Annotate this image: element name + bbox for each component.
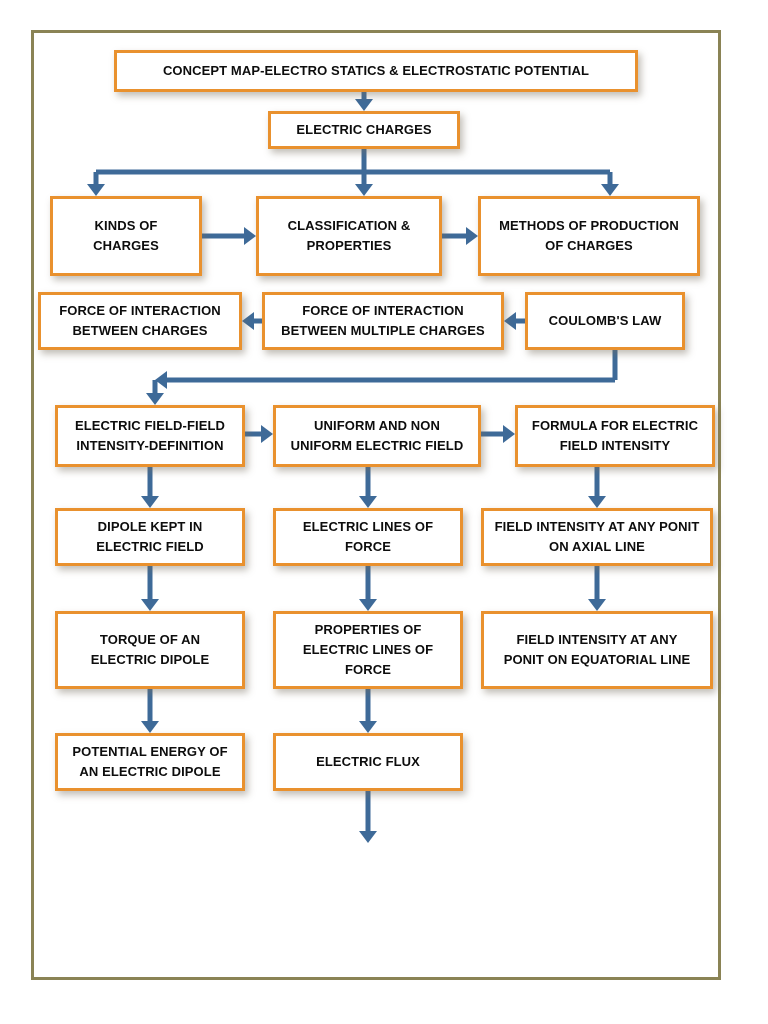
concept-node-n07[interactable]: FORCE OF INTERACTION BETWEEN MULTIPLE CH… xyxy=(262,292,504,350)
concept-node-label: PROPERTIES OF ELECTRIC LINES OF FORCE xyxy=(302,621,434,678)
concept-node-n13[interactable]: ELECTRIC LINES OF FORCE xyxy=(273,508,463,566)
arrow-head-right xyxy=(466,227,478,245)
connector-electric-flux-trailing xyxy=(359,791,377,843)
arrow-head-left xyxy=(504,312,516,330)
connector-formula-to-axial-line xyxy=(588,467,606,508)
concept-node-label: FIELD INTENSITY AT ANY PONIT ON EQUATORI… xyxy=(503,631,691,667)
concept-node-label: FORCE OF INTERACTION BETWEEN CHARGES xyxy=(59,302,221,338)
arrow-head-down xyxy=(359,721,377,733)
arrow-head-down xyxy=(359,831,377,843)
connector-bus-to-classification xyxy=(355,172,373,196)
connector-properties-to-electric-flux xyxy=(359,689,377,733)
arrow-head-left xyxy=(155,371,167,389)
connector-electric-field-to-uniform xyxy=(245,425,273,443)
concept-node-label: FORCE OF INTERACTION BETWEEN MULTIPLE CH… xyxy=(281,302,485,338)
arrow-head-down xyxy=(141,496,159,508)
arrow-head-down xyxy=(359,599,377,611)
arrow-head-down xyxy=(588,599,606,611)
concept-node-n19[interactable]: ELECTRIC FLUX xyxy=(273,733,463,791)
concept-node-label: UNIFORM AND NON UNIFORM ELECTRIC FIELD xyxy=(290,417,464,453)
concept-node-label: ELECTRIC FIELD-FIELD INTENSITY-DEFINITIO… xyxy=(74,417,226,453)
concept-node-label: FIELD INTENSITY AT ANY PONIT ON AXIAL LI… xyxy=(494,518,700,554)
concept-node-label: KINDS OF CHARGES xyxy=(93,217,159,253)
concept-node-n01[interactable]: CONCEPT MAP-ELECTRO STATICS & ELECTROSTA… xyxy=(114,50,638,92)
connector-bus-to-methods-of-production xyxy=(601,172,619,196)
concept-node-label: COULOMB'S LAW xyxy=(548,312,662,328)
connector-bus-to-kinds-of-charges xyxy=(87,172,105,196)
connector-title-to-electric-charges xyxy=(355,92,373,111)
arrow-head-down xyxy=(359,496,377,508)
concept-node-label: POTENTIAL ENERGY OF AN ELECTRIC DIPOLE xyxy=(72,743,228,779)
concept-node-n05[interactable]: METHODS OF PRODUCTION OF CHARGES xyxy=(478,196,700,276)
arrow-head-down xyxy=(601,184,619,196)
concept-node-n12[interactable]: DIPOLE KEPT IN ELECTRIC FIELD xyxy=(55,508,245,566)
concept-node-n03[interactable]: KINDS OF CHARGES xyxy=(50,196,202,276)
connector-dipole-to-torque xyxy=(141,566,159,611)
concept-node-n18[interactable]: POTENTIAL ENERGY OF AN ELECTRIC DIPOLE xyxy=(55,733,245,791)
concept-node-label: ELECTRIC CHARGES xyxy=(296,121,432,137)
concept-node-n16[interactable]: PROPERTIES OF ELECTRIC LINES OF FORCE xyxy=(273,611,463,689)
arrow-head-right xyxy=(503,425,515,443)
arrow-head-down xyxy=(355,184,373,196)
connector-kinds-to-classification xyxy=(202,227,256,245)
concept-node-label: ELECTRIC LINES OF FORCE xyxy=(302,518,434,554)
concept-node-n14[interactable]: FIELD INTENSITY AT ANY PONIT ON AXIAL LI… xyxy=(481,508,713,566)
connector-uniform-to-lines-of-force xyxy=(359,467,377,508)
connector-bus-to-electric-field xyxy=(146,380,164,405)
connector-lines-to-properties xyxy=(359,566,377,611)
connector-multiple-charges-to-charges xyxy=(242,312,262,330)
concept-node-n09[interactable]: ELECTRIC FIELD-FIELD INTENSITY-DEFINITIO… xyxy=(55,405,245,467)
concept-node-n02[interactable]: ELECTRIC CHARGES xyxy=(268,111,460,149)
concept-node-n15[interactable]: TORQUE OF AN ELECTRIC DIPOLE xyxy=(55,611,245,689)
concept-node-label: FORMULA FOR ELECTRIC FIELD INTENSITY xyxy=(531,417,699,453)
arrow-head-down xyxy=(141,599,159,611)
arrow-head-down xyxy=(87,184,105,196)
connector-uniform-to-formula xyxy=(481,425,515,443)
concept-node-n11[interactable]: FORMULA FOR ELECTRIC FIELD INTENSITY xyxy=(515,405,715,467)
connector-classification-to-methods xyxy=(442,227,478,245)
concept-node-label: TORQUE OF AN ELECTRIC DIPOLE xyxy=(90,631,210,667)
arrow-head-down xyxy=(146,393,164,405)
concept-node-label: CLASSIFICATION & PROPERTIES xyxy=(287,217,411,253)
connector-bus-row4 xyxy=(155,371,615,389)
concept-node-label: DIPOLE KEPT IN ELECTRIC FIELD xyxy=(96,518,204,554)
connector-coulomb-to-multiple-charges xyxy=(504,312,525,330)
arrow-head-down xyxy=(355,99,373,111)
connector-torque-to-potential-energy xyxy=(141,689,159,733)
connector-electric-field-to-dipole xyxy=(141,467,159,508)
arrow-head-left xyxy=(242,312,254,330)
arrow-head-down xyxy=(141,721,159,733)
arrow-head-right xyxy=(244,227,256,245)
concept-node-n10[interactable]: UNIFORM AND NON UNIFORM ELECTRIC FIELD xyxy=(273,405,481,467)
concept-node-n06[interactable]: FORCE OF INTERACTION BETWEEN CHARGES xyxy=(38,292,242,350)
concept-node-label: METHODS OF PRODUCTION OF CHARGES xyxy=(499,217,679,253)
arrow-head-down xyxy=(588,496,606,508)
concept-node-label: CONCEPT MAP-ELECTRO STATICS & ELECTROSTA… xyxy=(162,62,590,78)
concept-node-label: ELECTRIC FLUX xyxy=(316,753,420,769)
concept-node-n04[interactable]: CLASSIFICATION & PROPERTIES xyxy=(256,196,442,276)
arrow-head-right xyxy=(261,425,273,443)
concept-node-n08[interactable]: COULOMB'S LAW xyxy=(525,292,685,350)
connector-axial-to-equatorial xyxy=(588,566,606,611)
concept-node-n17[interactable]: FIELD INTENSITY AT ANY PONIT ON EQUATORI… xyxy=(481,611,713,689)
